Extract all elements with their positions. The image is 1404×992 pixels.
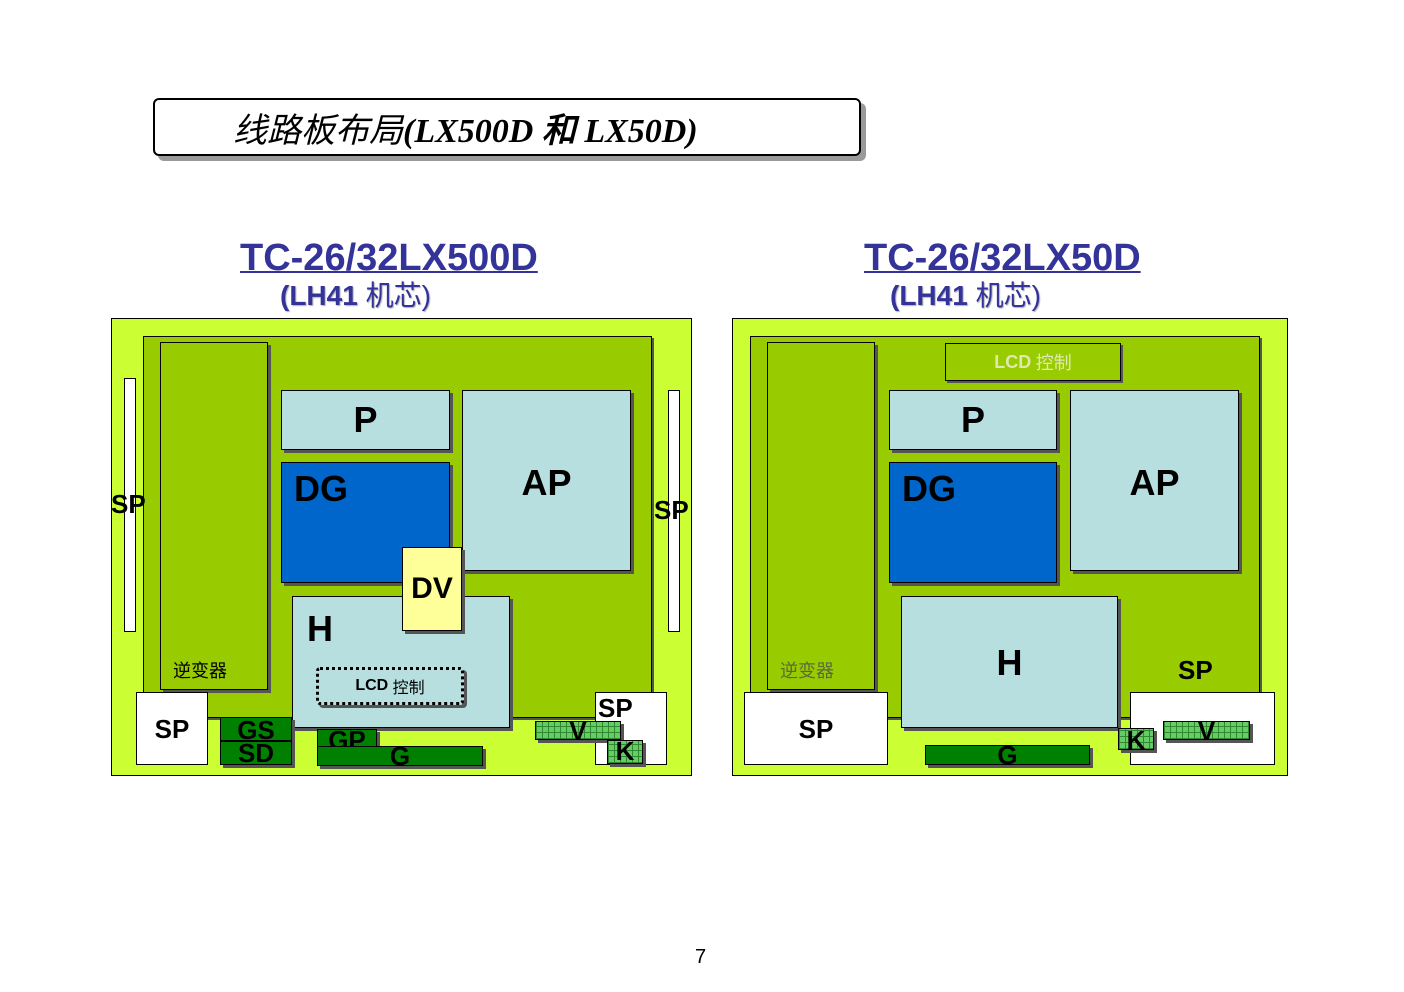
left-sp-br-label: SP — [598, 693, 633, 723]
title-latin: (LX500D 和 LX50D) — [403, 112, 698, 150]
right-p-label: P — [960, 399, 985, 440]
left-ap-label: AP — [521, 462, 572, 503]
left-dg-label: DG — [294, 468, 348, 509]
right-lcd-control-board: LCD 控制 — [945, 343, 1121, 381]
left-sp-right-side-label: SP — [654, 495, 689, 525]
right-v-label: V — [1197, 716, 1216, 746]
left-gs-label: GS — [237, 715, 275, 745]
left-p-label: P — [353, 399, 378, 440]
right-dg-label: DG — [902, 468, 956, 509]
left-model-heading: TC-26/32LX500D — [240, 237, 538, 279]
right-lcd-label: LCD — [994, 351, 1032, 372]
right-sp-bl-label: SP — [798, 713, 834, 744]
right-chassis-heading: (LH41 机芯) — [890, 281, 1041, 311]
right-g-label: G — [997, 740, 1018, 770]
left-lcd-label: LCD — [355, 677, 389, 694]
left-side-speaker-strip — [124, 378, 136, 632]
right-g-board: G — [925, 740, 1090, 770]
right-inverter-label: 逆变器 — [780, 661, 834, 681]
right-sp-bottom-left: SP — [744, 692, 888, 765]
right-dg-board: DG — [889, 462, 1057, 583]
left-g-board: G — [317, 741, 483, 771]
right-inverter-board: 逆变器 — [767, 342, 875, 690]
right-k-board: K — [1118, 725, 1154, 755]
left-h-board: H — [292, 596, 510, 728]
right-v-board: V — [1163, 716, 1250, 746]
page-number: 7 — [695, 946, 707, 968]
left-dv-label: DV — [411, 572, 453, 605]
left-v-board: V — [535, 716, 621, 746]
left-p-board: P — [281, 390, 450, 450]
left-sp-side-label: SP — [111, 489, 146, 519]
left-lcd-cjk: 控制 — [392, 680, 425, 697]
right-side-speaker-strip — [668, 390, 680, 632]
slide-title: 线路板布局 (LX500D 和 LX50D) — [153, 98, 861, 156]
left-ap-board: AP — [462, 390, 631, 571]
right-model-heading: TC-26/32LX50D — [864, 237, 1141, 279]
right-h-label: H — [996, 642, 1023, 683]
left-sp-bottom-left: SP — [136, 692, 208, 765]
left-chassis-heading: (LH41 机芯) — [280, 281, 431, 311]
left-k-board: K — [607, 736, 643, 766]
left-chassis-code: (LH41 — [280, 280, 358, 311]
right-chassis-cjk: 机芯) — [975, 280, 1041, 311]
left-sp-bl-label: SP — [154, 713, 190, 744]
right-p-board: P — [889, 390, 1057, 450]
right-sp-br-label: SP — [1178, 655, 1213, 685]
right-ap-label: AP — [1129, 462, 1180, 503]
right-ap-board: AP — [1070, 390, 1239, 571]
right-lcd-cjk: 控制 — [1035, 353, 1072, 373]
right-h-board: H — [901, 596, 1118, 728]
left-gs-board: GS — [220, 715, 292, 745]
left-inverter-label: 逆变器 — [173, 661, 227, 681]
left-v-label: V — [569, 716, 587, 746]
left-inverter-board: 逆变器 — [160, 342, 268, 690]
title-cjk: 线路板布局 — [233, 112, 403, 150]
left-g-label: G — [389, 741, 411, 771]
left-sd-label: SD — [237, 738, 275, 768]
left-chassis-cjk: 机芯) — [365, 280, 431, 311]
left-k-label: K — [615, 736, 635, 766]
left-dv-board: DV — [402, 547, 462, 631]
right-chassis-code: (LH41 — [890, 280, 968, 311]
right-k-label: K — [1126, 725, 1146, 755]
left-sd-board: SD — [220, 738, 292, 768]
left-gp-label: GP — [328, 725, 366, 755]
left-lcd-control-board: LCD 控制 — [316, 667, 464, 705]
left-h-label: H — [307, 608, 333, 649]
